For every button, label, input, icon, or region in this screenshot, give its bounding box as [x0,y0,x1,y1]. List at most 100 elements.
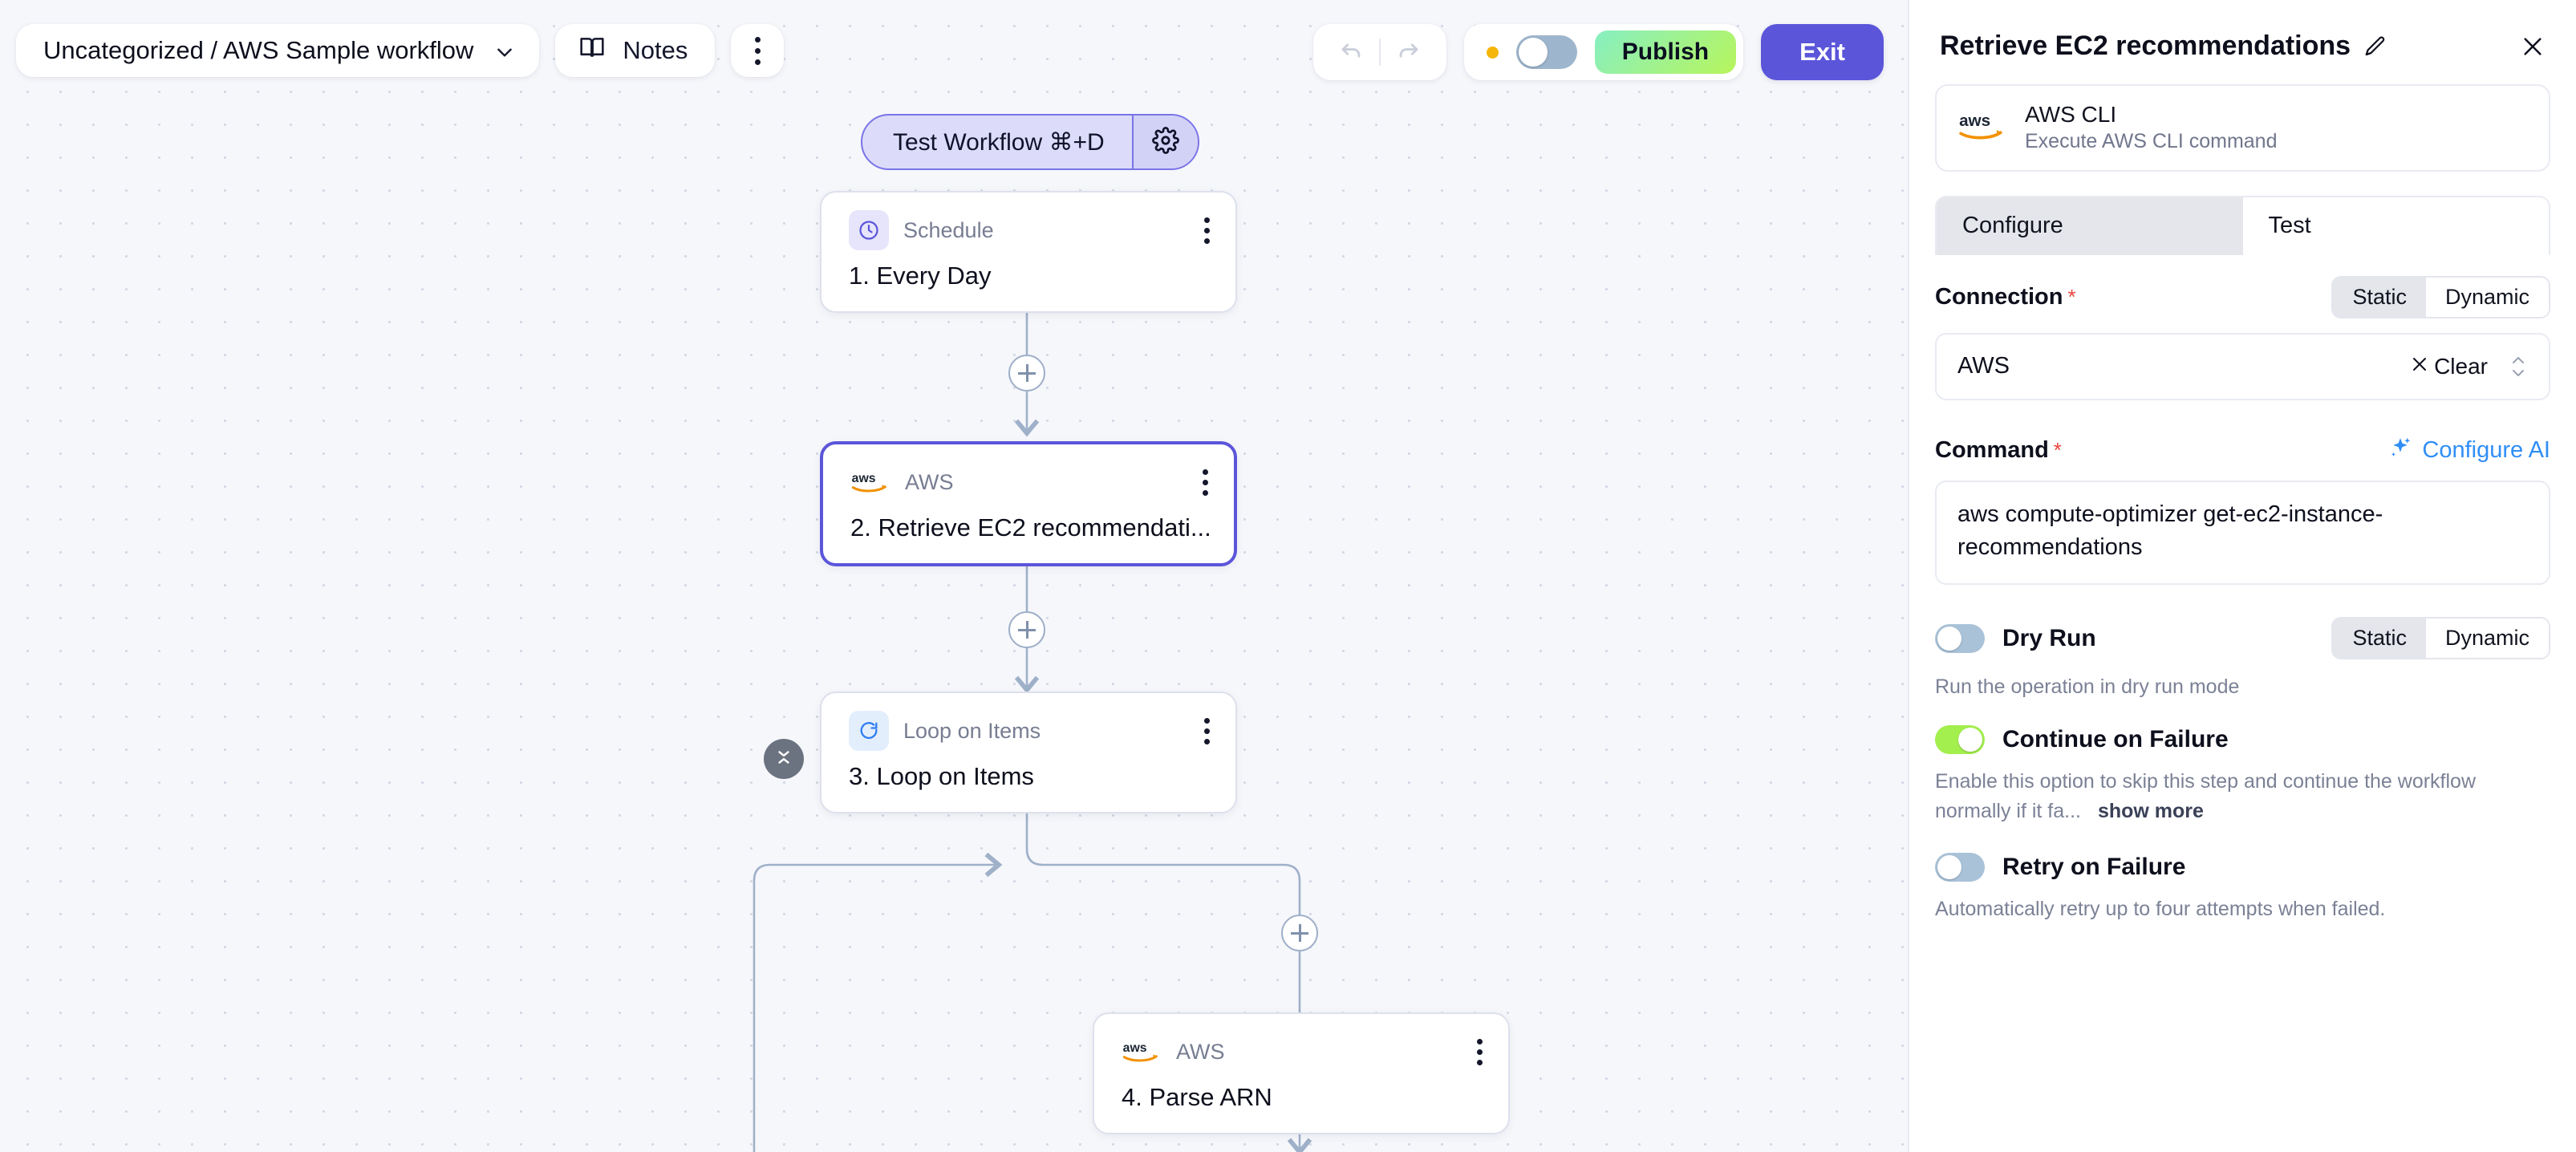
connection-value: AWS [1957,353,2010,379]
status-dot [1486,46,1499,59]
integration-description: Execute AWS CLI command [2025,130,2278,152]
command-row: Command * Configure AI [1935,436,2550,466]
integration-meta: AWS CLI Execute AWS CLI command [2025,100,2277,156]
show-more-link[interactable]: show more [2097,799,2204,822]
workflow-node-aws-parse-arn[interactable]: aws AWS 4. Parse ARN [1093,1012,1510,1134]
integration-card: aws AWS CLI Execute AWS CLI command [1935,84,2550,172]
node-header: aws AWS [823,444,1234,502]
dry-run-label: Dry Run [2002,624,2096,651]
tab-configure[interactable]: Configure [1937,197,2243,255]
integration-name: AWS CLI [2025,102,2117,127]
dry-run-mode-segmented: Static Dynamic [2331,617,2550,660]
continue-on-failure-toggle[interactable] [1935,725,1985,755]
retry-on-failure-row: Retry on Failure [1935,852,2550,882]
pencil-icon[interactable] [2363,34,2387,59]
node-menu-button[interactable] [1199,715,1215,748]
connection-mode-static[interactable]: Static [2333,277,2426,317]
node-type-label: AWS [1176,1039,1225,1064]
close-icon[interactable] [2520,34,2546,59]
retry-on-failure-label: Retry on Failure [2002,853,2186,880]
workflow-canvas[interactable]: Uncategorized / AWS Sample workflow Note… [0,0,1908,1152]
connection-label: Connection [1935,283,2063,310]
aws-logo-icon: aws [850,462,890,502]
continue-on-failure-row: Continue on Failure [1935,725,2550,755]
aws-logo-icon: aws [1957,110,2007,146]
connection-row: Connection * Static Dynamic [1935,275,2550,318]
continue-on-failure-help-text: Enable this option to skip this step and… [1935,770,2477,822]
dry-run-toggle[interactable] [1935,623,1985,653]
canvas-top-left-toolbar: Uncategorized / AWS Sample workflow Note… [16,24,785,77]
add-node-button-1[interactable] [1008,355,1045,391]
publish-button[interactable]: Publish [1594,30,1737,74]
undo-button[interactable] [1323,24,1379,80]
command-input[interactable]: aws compute-optimizer get-ec2-instance-r… [1935,480,2550,586]
redo-icon [1395,37,1422,68]
collapse-loop-button[interactable] [764,739,804,779]
node-header: Loop on Items [821,693,1235,751]
clock-icon [849,210,889,250]
required-indicator: * [2067,284,2076,309]
redo-button[interactable] [1381,24,1437,80]
panel-tabs: Configure Test [1935,195,2550,255]
svg-text:aws: aws [1123,1041,1147,1055]
test-workflow-settings-button[interactable] [1131,116,1198,168]
command-label: Command [1935,437,2049,464]
exit-button[interactable]: Exit [1761,24,1884,80]
kebab-menu-icon [754,36,761,65]
add-node-button-2[interactable] [1008,611,1045,648]
add-node-button-3[interactable] [1281,915,1318,951]
continue-on-failure-label: Continue on Failure [2002,726,2229,753]
node-title: 1. Every Day [849,262,992,290]
node-type-label: Schedule [903,217,994,242]
notes-button[interactable]: Notes [555,24,716,77]
node-title: 4. Parse ARN [1122,1083,1272,1111]
node-menu-button[interactable] [1199,214,1215,247]
canvas-top-right-toolbar: Publish Exit [1312,24,1884,80]
workflow-node-aws-retrieve[interactable]: aws AWS 2. Retrieve EC2 recommendati... [820,441,1237,566]
configure-ai-label: Configure AI [2422,437,2550,464]
sparkle-icon [2388,436,2412,466]
test-workflow-label: Test Workflow ⌘+D [893,128,1105,156]
connector-edges [753,298,1312,1152]
clear-label: Clear [2434,353,2488,379]
clear-connection-button[interactable]: Clear [2410,354,2488,379]
chevron-up-down-icon[interactable] [2509,355,2528,378]
connection-mode-segmented: Static Dynamic [2331,275,2550,318]
svg-text:aws: aws [1959,112,1990,130]
workflow-name-selector[interactable]: Uncategorized / AWS Sample workflow [16,24,540,77]
node-type-label: AWS [905,469,954,494]
collapse-chevrons-icon [773,747,794,772]
notes-label: Notes [623,36,688,64]
dry-run-mode-static[interactable]: Static [2333,619,2426,659]
svg-text:aws: aws [852,472,876,485]
undo-icon [1337,37,1365,68]
dry-run-mode-dynamic[interactable]: Dynamic [2425,619,2549,659]
gear-icon [1151,126,1179,158]
dry-run-row: Dry Run Static Dynamic [1935,617,2550,660]
node-header: aws AWS [1094,1014,1508,1072]
toolbar-divider [1378,39,1381,66]
workflow-active-toggle[interactable] [1515,35,1577,69]
connection-mode-dynamic[interactable]: Dynamic [2425,277,2549,317]
tab-test[interactable]: Test [2242,197,2549,255]
workflow-node-schedule[interactable]: Schedule 1. Every Day [820,191,1237,313]
test-workflow-button[interactable]: Test Workflow ⌘+D [861,114,1199,170]
dry-run-help: Run the operation in dry run mode [1935,675,2240,699]
chevron-down-icon [494,40,515,61]
node-title: 3. Loop on Items [849,762,1034,790]
publish-group: Publish [1463,24,1744,80]
configure-ai-button[interactable]: Configure AI [2388,436,2550,466]
panel-body: Connection * Static Dynamic AWS Clear Co… [1909,275,2576,1152]
connection-select[interactable]: AWS Clear [1935,332,2550,400]
node-menu-button[interactable] [1198,466,1213,499]
retry-on-failure-toggle[interactable] [1935,852,1985,882]
page-title: Retrieve EC2 recommendations [1940,30,2351,61]
workflow-node-loop-on-items[interactable]: Loop on Items 3. Loop on Items [820,692,1237,813]
close-icon [2410,354,2429,379]
aws-logo-icon: aws [1122,1032,1162,1072]
node-configuration-panel: Retrieve EC2 recommendations aws AWS CLI… [1908,0,2576,1152]
node-header: Schedule [821,193,1235,250]
workflow-more-options-button[interactable] [731,24,785,77]
node-menu-button[interactable] [1472,1036,1487,1069]
node-title: 2. Retrieve EC2 recommendati... [850,513,1211,542]
